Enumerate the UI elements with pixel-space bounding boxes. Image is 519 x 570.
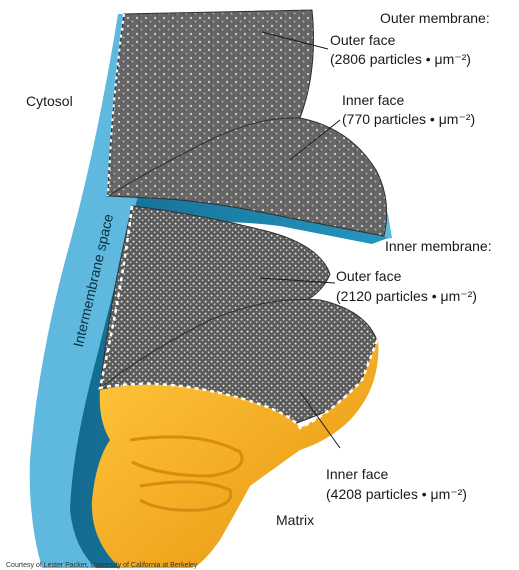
inner-membrane-outer-face-label: Outer face — [336, 268, 401, 285]
outer-membrane-outer-face-count: (2806 particles • μm⁻²) — [330, 51, 471, 68]
inner-membrane-outer-face-count: (2120 particles • μm⁻²) — [336, 288, 477, 305]
inner-membrane-label: Inner membrane: — [385, 238, 492, 255]
matrix-label: Matrix — [276, 512, 314, 529]
outer-membrane-inner-face-count: (770 particles • μm⁻²) — [342, 111, 475, 128]
outer-membrane-inner-face-label: Inner face — [342, 92, 404, 109]
inner-membrane-inner-face-label: Inner face — [326, 466, 388, 483]
outer-membrane-label: Outer membrane: — [380, 10, 490, 27]
inner-membrane-inner-face-count: (4208 particles • μm⁻²) — [326, 486, 467, 503]
credit-line: Courtesy of Lester Packer, University of… — [6, 557, 197, 570]
cytosol-label: Cytosol — [26, 93, 73, 110]
outer-membrane-outer-face-label: Outer face — [330, 32, 395, 49]
